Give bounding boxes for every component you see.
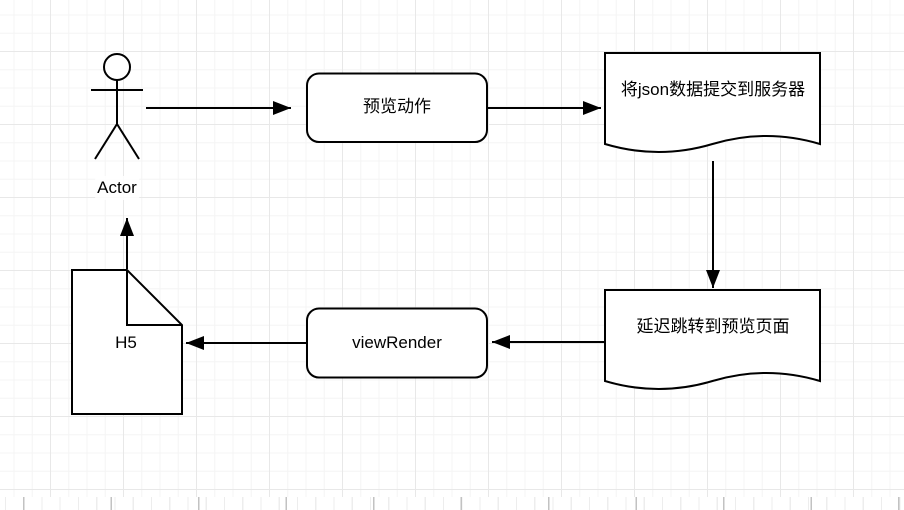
delay-redirect-document-outline	[604, 289, 821, 390]
page-edge-strip	[0, 497, 904, 510]
actor-leg-left	[94, 123, 118, 160]
submit-json-shape[interactable]	[604, 52, 821, 153]
actor-head	[103, 53, 131, 81]
submit-json-document-outline	[604, 52, 821, 153]
actor-label[interactable]: Actor	[95, 176, 139, 200]
h5-note-fold	[126, 270, 182, 326]
h5-note-outline	[71, 269, 183, 415]
delay-redirect-label[interactable]: 延迟跳转到预览页面	[636, 317, 790, 336]
preview-action-shape[interactable]	[306, 72, 488, 143]
preview-action-label[interactable]: 预览动作	[363, 97, 431, 116]
delay-redirect-shape[interactable]	[604, 289, 821, 390]
view-render-label[interactable]: viewRender	[352, 333, 442, 352]
actor-leg-right	[116, 123, 140, 160]
actor-shape[interactable]	[91, 53, 143, 160]
submit-json-label[interactable]: 将json数据提交到服务器	[620, 80, 806, 99]
view-render-shape[interactable]	[306, 307, 488, 379]
h5-shape[interactable]	[71, 269, 183, 415]
h5-label[interactable]: H5	[115, 333, 137, 352]
